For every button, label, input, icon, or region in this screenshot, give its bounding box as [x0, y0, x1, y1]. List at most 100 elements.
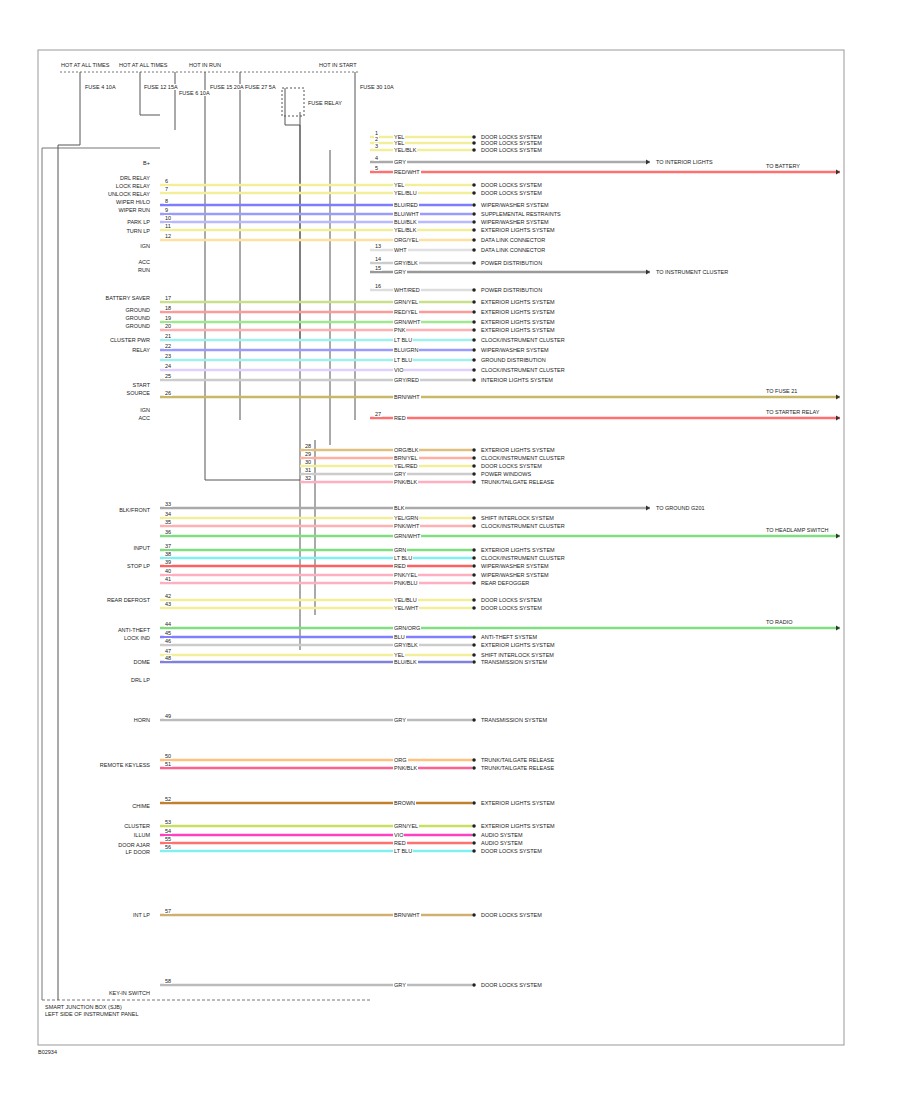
pin-number: 41: [164, 576, 172, 582]
terminal-dot: [472, 849, 476, 853]
wire-color: YEL: [393, 652, 405, 658]
pin-number: 2: [374, 136, 379, 142]
fuse-label: FUSE 4 10A: [84, 84, 117, 90]
wire-color: BLU/RED: [393, 202, 419, 208]
wire: [370, 249, 472, 252]
wire-color: RED/WHT: [393, 169, 421, 175]
wire-color: WHT/RED: [393, 287, 421, 293]
terminal-dot: [472, 135, 476, 139]
destination: EXTERIOR LIGHTS SYSTEM: [481, 309, 555, 315]
wire-color: GRN/WHT: [393, 533, 421, 539]
terminal-dot: [472, 606, 476, 610]
wire-arrow: [646, 270, 650, 275]
destination: DOOR LOCKS SYSTEM: [481, 982, 542, 988]
destination: TRUNK/TAILGATE RELEASE: [481, 479, 554, 485]
diagram-code: B02934: [38, 1049, 57, 1055]
wire: [160, 213, 472, 216]
pin-number: 45: [164, 630, 172, 636]
pin-number: 40: [164, 568, 172, 574]
terminal-dot: [472, 913, 476, 917]
pin-number: 50: [164, 753, 172, 759]
wire: [160, 535, 840, 538]
destination: WIPER/WASHER SYSTEM: [481, 202, 549, 208]
wire-color: YEL: [393, 140, 405, 146]
pin-number: 34: [164, 511, 172, 517]
terminal-dot: [472, 300, 476, 304]
component-location: LEFT SIDE OF INSTRUMENT PANEL: [45, 1011, 139, 1017]
wire: [160, 184, 472, 187]
wire: [300, 449, 472, 452]
terminal-dot: [472, 653, 476, 657]
wire: [370, 136, 472, 139]
terminal-dot: [472, 288, 476, 292]
wire: [160, 301, 472, 304]
destination: CLOCK/INSTRUMENT CLUSTER: [481, 455, 565, 461]
terminal-dot: [472, 548, 476, 552]
wire-color: RED: [393, 563, 407, 569]
pin-number: 14: [374, 256, 382, 262]
wire-color: GRY/RED: [393, 377, 420, 383]
terminal-dot: [472, 320, 476, 324]
wire: [160, 802, 472, 805]
wire-color: ORG: [393, 757, 408, 763]
terminal-dot: [472, 338, 476, 342]
destination: DOOR LOCKS SYSTEM: [481, 848, 542, 854]
pin-number: 31: [304, 467, 312, 473]
wire: [300, 457, 472, 460]
wire: [300, 473, 472, 476]
wire: [160, 767, 472, 770]
terminal-dot: [472, 472, 476, 476]
destination: TRANSMISSION SYSTEM: [481, 717, 547, 723]
destination: DATA LINK CONNECTOR: [481, 237, 545, 243]
wire-color: GRN/ORG: [393, 625, 421, 631]
destination: DOOR LOCKS SYSTEM: [481, 182, 542, 188]
pin-number: 11: [164, 223, 172, 229]
pin-name: LOCK RELAY: [116, 183, 150, 189]
pin-name: ACC: [138, 259, 150, 265]
destination: TRUNK/TAILGATE RELEASE: [481, 765, 554, 771]
pin-number: 23: [164, 353, 172, 359]
destination: TO FUSE 21: [765, 388, 798, 394]
destination: INTERIOR LIGHTS SYSTEM: [481, 377, 553, 383]
fuse-label: FUSE 12 15A: [143, 84, 179, 90]
terminal-dot: [472, 556, 476, 560]
pin-name: STOP LP: [127, 563, 150, 569]
pin-name: B+: [143, 160, 150, 166]
wire-color: GRN/YEL: [393, 299, 419, 305]
terminal-dot: [472, 643, 476, 647]
pin-number: 54: [164, 828, 172, 834]
pin-number: 36: [164, 529, 172, 535]
power-note: HOT IN RUN: [188, 62, 222, 68]
pin-name: REMOTE KEYLESS: [100, 762, 150, 768]
power-note: HOT IN START: [318, 62, 358, 68]
wire: [370, 289, 472, 292]
terminal-dot: [472, 480, 476, 484]
destination: EXTERIOR LIGHTS SYSTEM: [481, 547, 555, 553]
pin-number: 35: [164, 519, 172, 525]
wire-color: LT BLU: [393, 848, 413, 854]
wire-arrow: [836, 170, 840, 175]
wire: [160, 607, 472, 610]
terminal-dot: [472, 328, 476, 332]
pin-number: 12: [164, 233, 172, 239]
terminal-dot: [472, 228, 476, 232]
wire: [300, 465, 472, 468]
wire-color: YEL: [393, 182, 405, 188]
wire: [160, 192, 472, 195]
wire: [160, 914, 472, 917]
pin-name: UNLOCK RELAY: [108, 191, 150, 197]
terminal-dot: [472, 824, 476, 828]
wire-arrow: [836, 416, 840, 421]
terminal-dot: [472, 141, 476, 145]
fuse-label: FUSE RELAY: [307, 100, 343, 106]
wire-color: BLU/GRN: [393, 347, 419, 353]
terminal-dot: [472, 841, 476, 845]
wire: [160, 349, 472, 352]
wire: [160, 644, 472, 647]
destination: DOOR LOCKS SYSTEM: [481, 190, 542, 196]
wire: [370, 171, 840, 174]
pin-name: WIPER RUN: [119, 207, 150, 213]
terminal-dot: [472, 635, 476, 639]
destination: CLOCK/INSTRUMENT CLUSTER: [481, 337, 565, 343]
